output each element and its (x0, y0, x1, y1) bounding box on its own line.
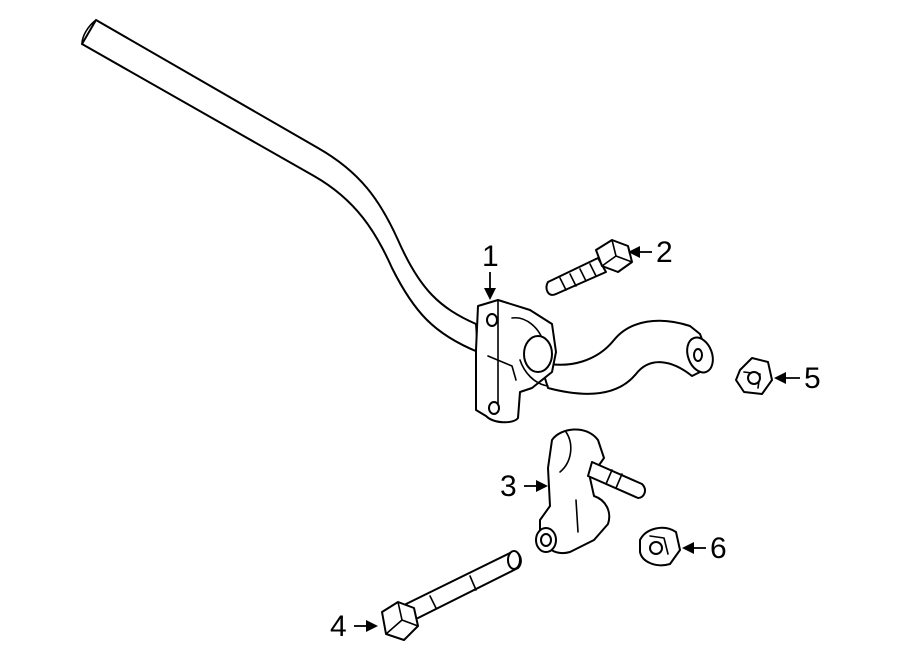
stabilizer-link (535, 428, 646, 554)
bushing-bracket (475, 299, 557, 424)
link-bolt (381, 550, 522, 641)
nut-6 (639, 526, 681, 567)
callout-label: 1 (482, 240, 499, 273)
callout-3: 3 (500, 470, 548, 503)
callout-label: 3 (500, 470, 517, 503)
nut-5 (735, 357, 773, 395)
bracket-bolt (545, 239, 633, 296)
callout-5: 5 (774, 362, 821, 395)
callout-4: 4 (330, 610, 378, 643)
callout-2: 2 (628, 236, 673, 269)
callout-label: 4 (330, 610, 347, 643)
stabilizer-bar (81, 19, 714, 395)
callout-label: 2 (656, 236, 673, 269)
callout-1: 1 (482, 240, 499, 300)
callout-label: 5 (804, 362, 821, 395)
callout-6: 6 (682, 532, 727, 565)
callout-label: 6 (710, 532, 727, 565)
